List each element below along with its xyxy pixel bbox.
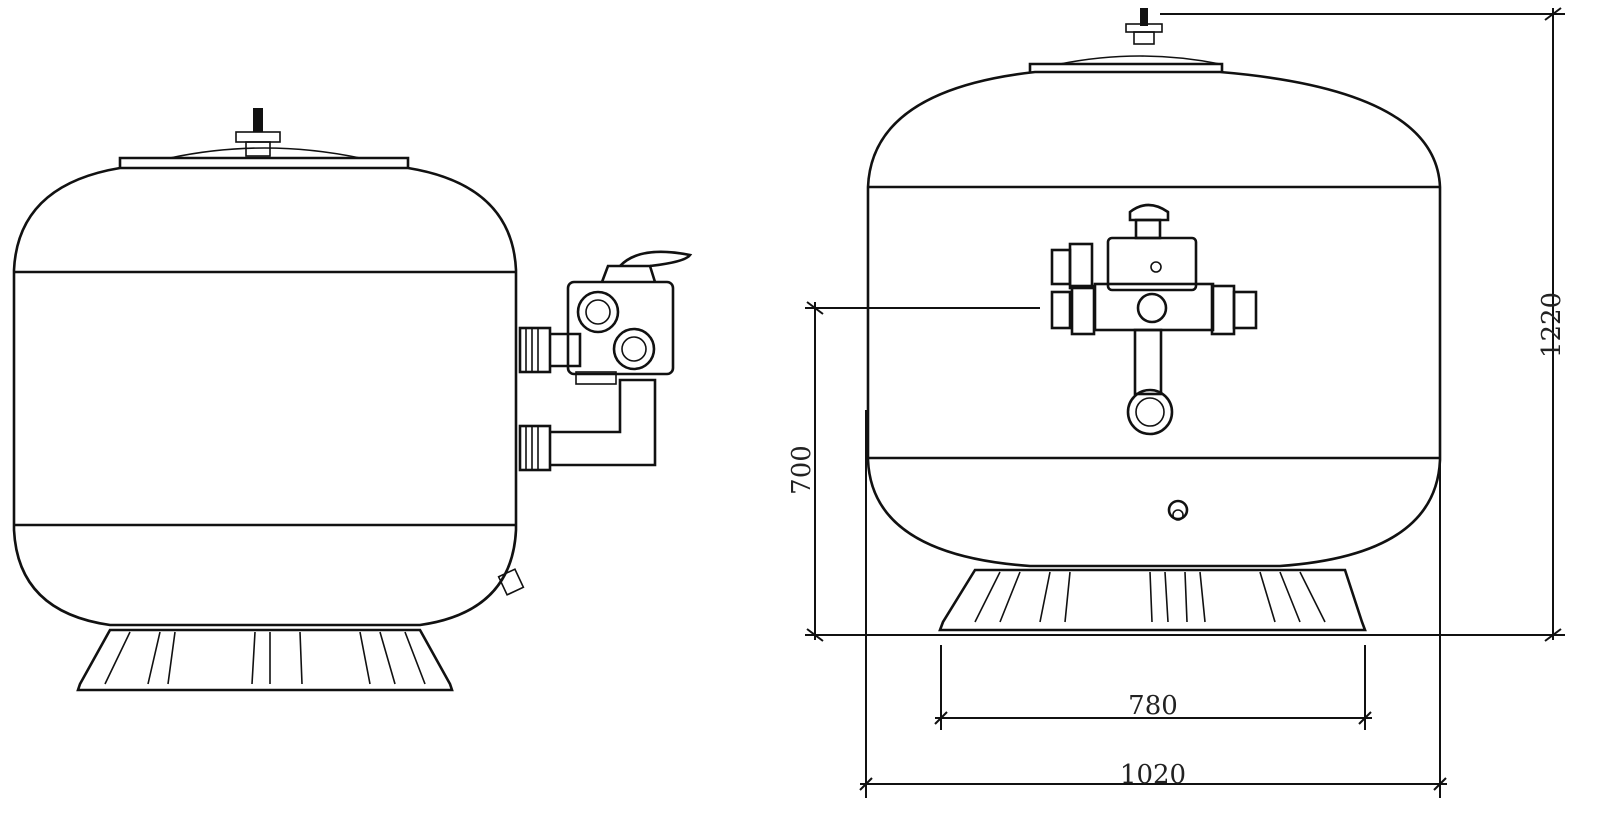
dimension-label-700: 700: [787, 445, 817, 495]
front-multiport-valve: [1050, 203, 1258, 436]
front-lid-dome: [1059, 55, 1221, 65]
side-tank-body: [12, 166, 518, 627]
side-lid-plate: [118, 156, 410, 168]
side-drain-plug: [497, 568, 525, 596]
dimension-label-780: 780: [1128, 691, 1178, 721]
front-lid-knob: [1125, 8, 1163, 45]
front-drain-plug: [1167, 499, 1189, 521]
dimension-780: 780: [934, 645, 1372, 730]
dimension-label-1020: 1020: [1120, 760, 1186, 790]
side-lid-knob: [235, 108, 281, 157]
front-view-tank: [866, 8, 1442, 632]
dimension-1020: 1020: [859, 410, 1447, 798]
side-lid-dome: [169, 147, 361, 159]
dimension-label-1220: 1220: [1537, 292, 1567, 358]
side-base: [76, 628, 454, 692]
front-tank-body: [866, 70, 1442, 568]
dimension-1220: 1220: [805, 7, 1567, 642]
side-view-tank: [12, 108, 693, 692]
front-lid-plate: [1028, 62, 1224, 72]
dimension-700: 700: [787, 301, 1040, 642]
side-multiport-valve: [518, 250, 693, 472]
front-base: [938, 568, 1367, 632]
